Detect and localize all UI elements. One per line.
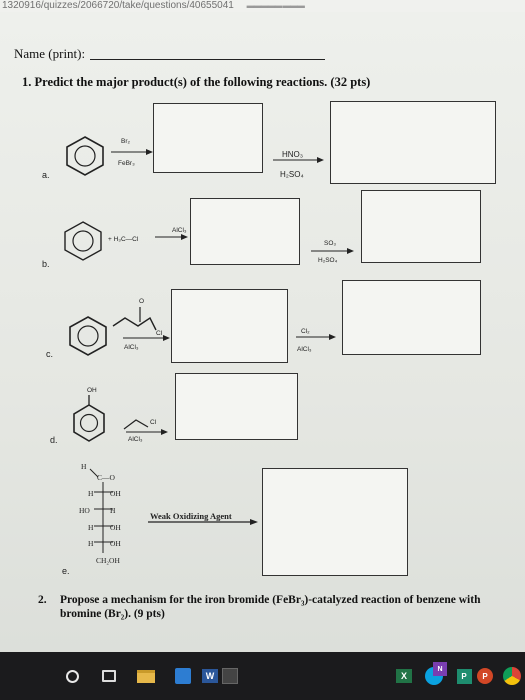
part-a-label: a. [42,170,50,180]
fischer-row2-right: H [110,506,116,515]
powerpoint-letter: P [477,668,493,684]
powerpoint-icon[interactable]: P [473,664,497,688]
reagent-a2-top: HNO₃ [282,150,304,159]
store-icon[interactable] [171,664,195,688]
fischer-row3-left: H [88,523,94,532]
part-b-label: b. [42,259,50,269]
reagent-a1-bottom: FeBr₃ [118,160,135,167]
reagent-d1-bottom: AlCl₃ [128,436,143,443]
search-icon[interactable] [60,664,84,688]
url-fade: ▬▬▬▬▬ ▬▬▬ [246,1,305,10]
reagent-b-plus-chloromethane: + H₃C—Cl [108,236,139,243]
word-letter: W [202,669,218,683]
fischer-row1-left: H [88,489,94,498]
browser-url-strip[interactable]: 1320916/quizzes/2066720/take/questions/4… [0,0,525,12]
fischer-row4-left: H [88,539,94,548]
fischer-row4-right: OH [110,539,121,548]
fischer-bottom: CH₂OH [96,556,120,565]
calculator-icon[interactable] [218,664,242,688]
reagent-d-cl: Cl [150,419,157,426]
answer-box-e1[interactable] [262,468,408,576]
fischer-row3-right: OH [110,523,121,532]
chrome-icon[interactable] [500,664,524,688]
answer-box-b1[interactable] [190,198,300,265]
publisher-letter: P [456,668,472,684]
answer-box-a2[interactable] [330,101,496,184]
answer-box-c2[interactable] [342,280,481,355]
question-1-text: Predict the major product(s) of the foll… [34,75,371,89]
question-2-block: 2. Propose a mechanism for the iron brom… [38,593,500,621]
part-e-label: e. [62,566,70,576]
answer-box-d1[interactable] [175,373,298,440]
part-c-label: c. [46,349,54,359]
reagent-b2-top: SO₃ [324,240,337,247]
word-icon[interactable]: W [198,664,222,688]
answer-box-c1[interactable] [171,289,288,363]
publisher-icon[interactable]: P [452,664,476,688]
question-2-text: Propose a mechanism for the iron bromide… [60,594,481,620]
fischer-row1-right: OH [110,489,121,498]
url-text: 1320916/quizzes/2066720/take/questions/4… [2,0,234,11]
reagent-c2-top: Cl₂ [301,328,310,335]
part-d-label: d. [50,435,58,445]
onenote-icon[interactable]: N [428,657,452,681]
file-explorer-icon[interactable] [134,664,158,688]
name-blank-line[interactable] [90,59,325,60]
reagent-b2-bottom: H₂SO₄ [318,257,338,264]
reagent-a1-top: Br₂ [121,138,131,145]
question-1-number: 1. [22,75,32,89]
task-view-icon[interactable] [97,664,121,688]
answer-box-b2[interactable] [361,190,481,263]
fischer-top-h: H [81,462,87,471]
reagent-c-carbonyl-o: O [139,298,145,305]
fischer-aldehyde: C—O [97,473,115,482]
fischer-row2-left: HO [79,506,90,515]
reagent-d-oh: OH [87,387,97,394]
reagent-a2-bottom: H₂SO₄ [280,170,304,179]
name-label: Name (print): [14,46,86,61]
question-1-heading: 1. Predict the major product(s) of the f… [22,75,370,90]
excel-icon[interactable]: X [392,664,416,688]
question-2-number: 2. [38,594,47,606]
reagent-b1-top: AlCl₃ [172,227,187,234]
reagent-c-cl: Cl [156,330,163,337]
excel-letter: X [396,669,412,683]
onenote-letter: N [433,662,447,676]
windows-taskbar: W X N P P [0,652,525,700]
answer-box-a1[interactable] [153,103,263,173]
reagent-c1-bottom: AlCl₃ [124,344,139,351]
reagent-c2-bottom: AlCl₃ [297,346,312,353]
reagent-e-weak-oxidizing-agent: Weak Oxidizing Agent [150,511,232,521]
